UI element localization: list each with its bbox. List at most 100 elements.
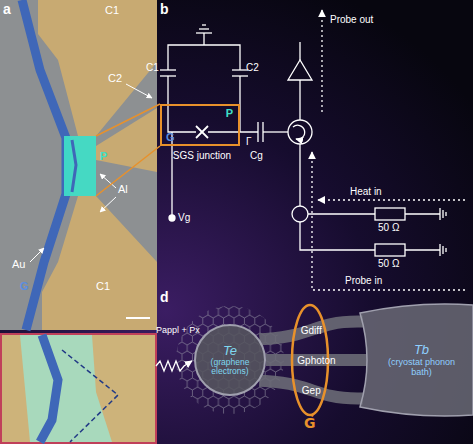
label-text: Al (118, 183, 128, 195)
scale-bar (126, 317, 150, 319)
ground-symbol (442, 210, 443, 218)
label-text: Probe in (345, 275, 382, 286)
substrate (0, 0, 157, 330)
zoom-line (96, 104, 160, 136)
wire (208, 131, 258, 132)
label-text: b (160, 2, 169, 17)
signal-path (321, 10, 322, 112)
ground-symbol (196, 32, 212, 33)
ground-symbol (202, 24, 206, 25)
label-text: Vg (178, 212, 190, 223)
label-text: C1 (146, 62, 159, 73)
circulator-symbol (288, 120, 312, 144)
label-text: C1 (96, 280, 110, 292)
resistor-symbol (375, 208, 405, 220)
signal-path (318, 199, 465, 200)
wire (168, 45, 240, 70)
connector-layer (259, 322, 367, 399)
wire (300, 222, 375, 250)
capacitor-symbol (257, 122, 258, 142)
ground-symbol (445, 212, 446, 216)
leader-arrow (100, 197, 116, 212)
au-gate (22, 0, 66, 330)
label-text: d (160, 290, 169, 305)
au-gate (40, 335, 58, 442)
junction-symbol (196, 126, 208, 138)
terminal (169, 215, 175, 221)
wire (299, 144, 300, 206)
node-text: SGS junction (152, 150, 252, 161)
capacitor-symbol (160, 69, 176, 70)
phonon-bath: Tb(cryostat phonon bath) (360, 305, 473, 415)
node-text: Tb (414, 343, 429, 357)
coupler-symbol (292, 206, 308, 222)
micrograph (0, 0, 157, 330)
edge-label: Gep (302, 385, 321, 396)
wire (299, 80, 300, 120)
conduction-channel (259, 381, 363, 399)
label-text: C2 (108, 72, 122, 84)
edge-label: Gdiff (301, 324, 322, 335)
inset-micrograph (1, 334, 156, 443)
label-text: P (100, 150, 107, 162)
ground-symbol (439, 208, 440, 220)
label-text: G (20, 280, 29, 292)
junction-symbol (196, 126, 208, 138)
label-text: C1 (105, 4, 119, 16)
label-text: 50 Ω (378, 258, 399, 269)
resistor-symbol (375, 244, 405, 256)
zoom-line (96, 146, 160, 196)
node-text: G (166, 131, 175, 143)
ground-symbol (439, 244, 440, 256)
al-pad (92, 335, 155, 442)
junction-box: GPSGS junction (160, 104, 240, 146)
wire (308, 213, 375, 214)
flake-outline (62, 350, 118, 442)
node-text: Te (223, 344, 237, 358)
wire (405, 249, 440, 250)
ground-symbol (445, 248, 446, 252)
label-text: Pappl + Px (156, 326, 200, 336)
label-text: C2 (246, 62, 259, 73)
electron-bath-circle: Te(graphene electrons) (194, 324, 266, 396)
al-pad (96, 108, 157, 172)
label-text: a (3, 2, 11, 17)
edge-label: Gphoton (297, 355, 335, 366)
label-text: G⃗ (304, 416, 316, 431)
graphene-flake (64, 136, 96, 196)
circulator-arrow (293, 125, 305, 139)
label-text: Heat in (350, 186, 382, 197)
label-text: Γ (246, 136, 252, 147)
leader-arrow (126, 84, 152, 98)
signal-path (312, 152, 465, 290)
label-text: Au (12, 258, 25, 270)
al-pad (2, 335, 30, 442)
label-text: Cg (250, 150, 263, 161)
inset-frame (1, 334, 156, 443)
power-input-arrow (156, 361, 192, 371)
bath-outline (360, 304, 473, 416)
gate-strip (72, 140, 76, 192)
ground-symbol (199, 28, 209, 29)
label-text: 50 Ω (378, 222, 399, 233)
electron-circle (195, 325, 265, 395)
wire (203, 33, 204, 45)
label-text: Probe out (330, 14, 373, 25)
wire (263, 131, 288, 132)
wire (405, 213, 440, 214)
leader-arrow (30, 248, 44, 262)
conduction-channel (259, 322, 363, 340)
node-text: P (226, 107, 233, 119)
wire (299, 42, 300, 60)
ground-symbol (442, 246, 443, 254)
amplifier-symbol (288, 60, 312, 80)
capacitor-symbol (232, 69, 248, 70)
node-text: (graphene electrons) (200, 358, 260, 377)
node-text: (cryostat phonon bath) (377, 357, 467, 378)
conduction-channel (266, 354, 367, 366)
